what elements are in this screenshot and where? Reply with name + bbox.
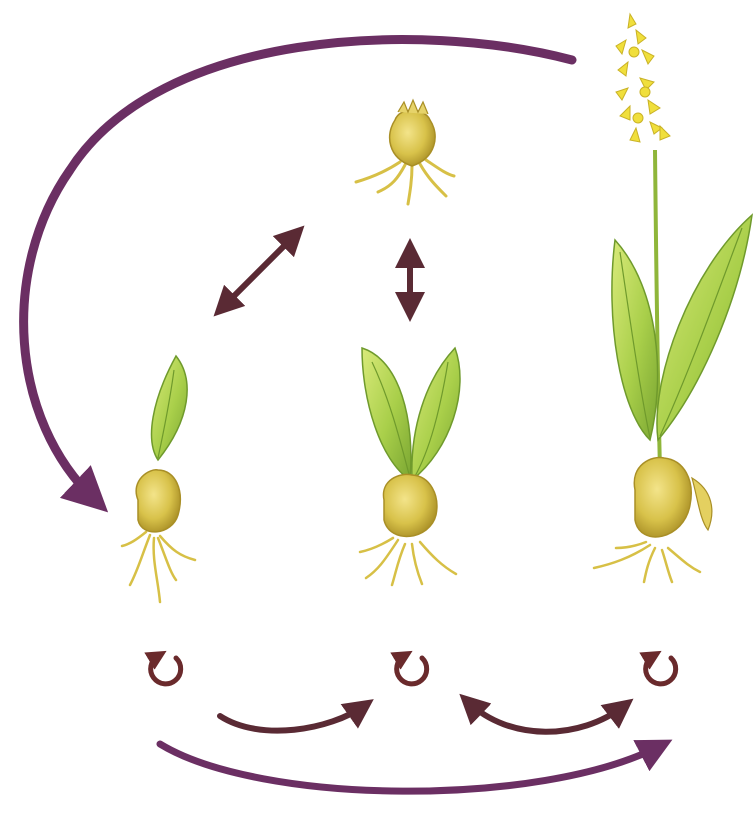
arrow-seedling-to-twoleaf [220,706,364,731]
arrow-twoleaf-flowering [468,702,624,732]
arrow-seedling-dormant [222,234,296,308]
one-leaf-plant-icon [122,356,195,602]
self-loop-icon-twoleaf [397,656,427,684]
dormant-bulb-icon [356,100,454,204]
two-leaf-plant-icon [360,348,460,585]
arrow-flowering-to-seedling [24,40,572,500]
self-loop-icon-seedling [151,656,181,684]
arrow-seedling-to-flowering [160,744,660,791]
flowering-plant-icon [594,14,752,582]
self-loop-icon-flowering [646,656,676,684]
